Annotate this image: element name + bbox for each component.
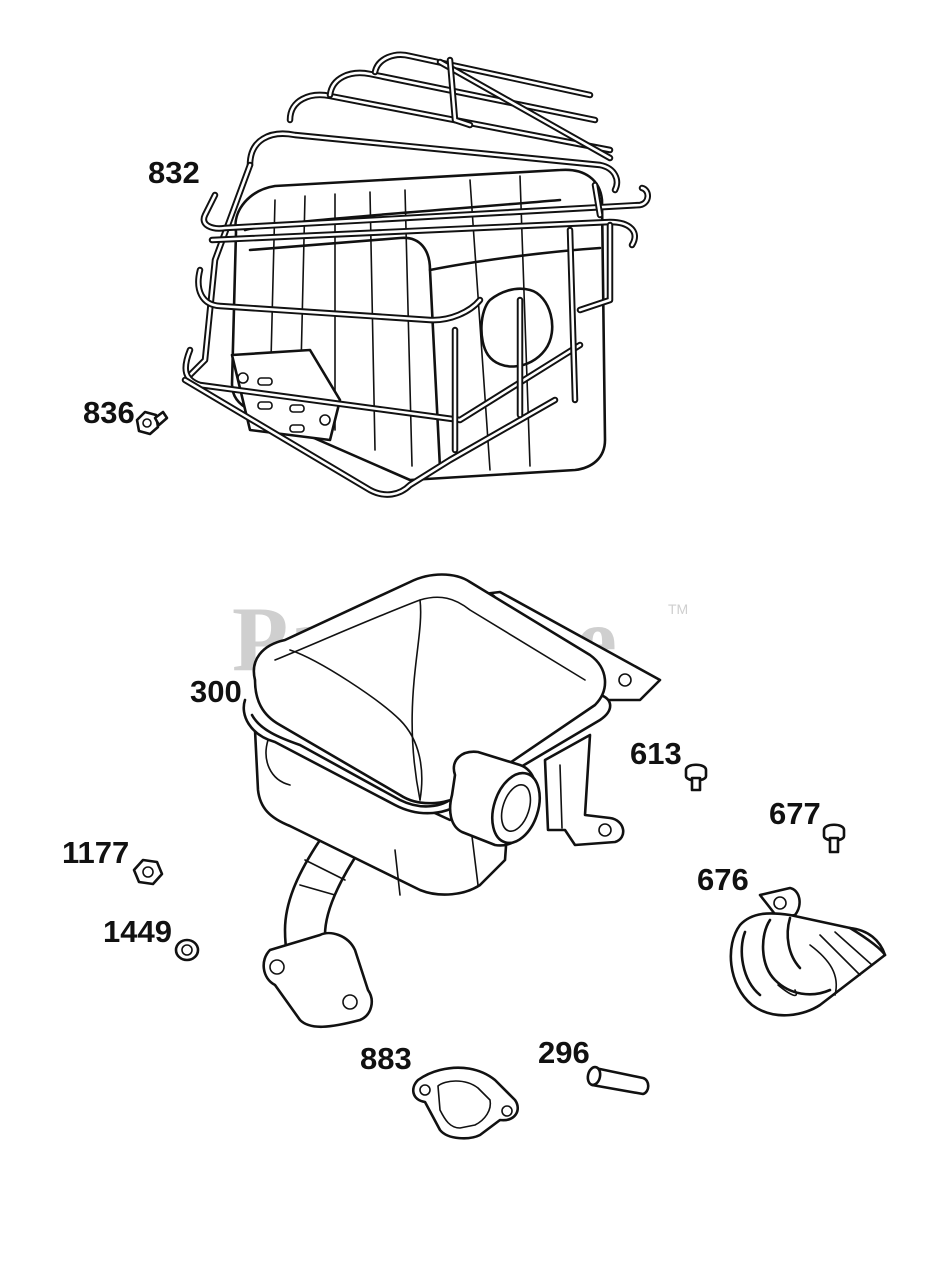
part-label-613: 613	[630, 736, 682, 771]
part-677-screw[interactable]	[822, 823, 846, 854]
watermark-trademark: TM	[668, 601, 688, 617]
part-label-883: 883	[360, 1041, 412, 1076]
part-883-gasket[interactable]	[411, 1066, 520, 1140]
part-1449-washer[interactable]	[174, 938, 200, 962]
part-label-836: 836	[83, 395, 135, 430]
part-label-1449: 1449	[103, 914, 172, 949]
part-label-677: 677	[769, 796, 821, 831]
part-1177-nut[interactable]	[132, 858, 164, 886]
part-label-1177: 1177	[62, 835, 129, 870]
part-832-heat-guard[interactable]	[181, 51, 651, 498]
part-label-300: 300	[190, 674, 242, 709]
part-836-screw[interactable]	[135, 410, 169, 436]
part-613-screw[interactable]	[684, 763, 708, 792]
part-label-296: 296	[538, 1035, 590, 1070]
part-label-676: 676	[697, 862, 749, 897]
part-label-832: 832	[148, 155, 200, 190]
part-296-pin[interactable]	[586, 1065, 650, 1096]
part-300-muffler[interactable]	[242, 573, 662, 1029]
part-676-deflector[interactable]	[729, 886, 887, 1017]
